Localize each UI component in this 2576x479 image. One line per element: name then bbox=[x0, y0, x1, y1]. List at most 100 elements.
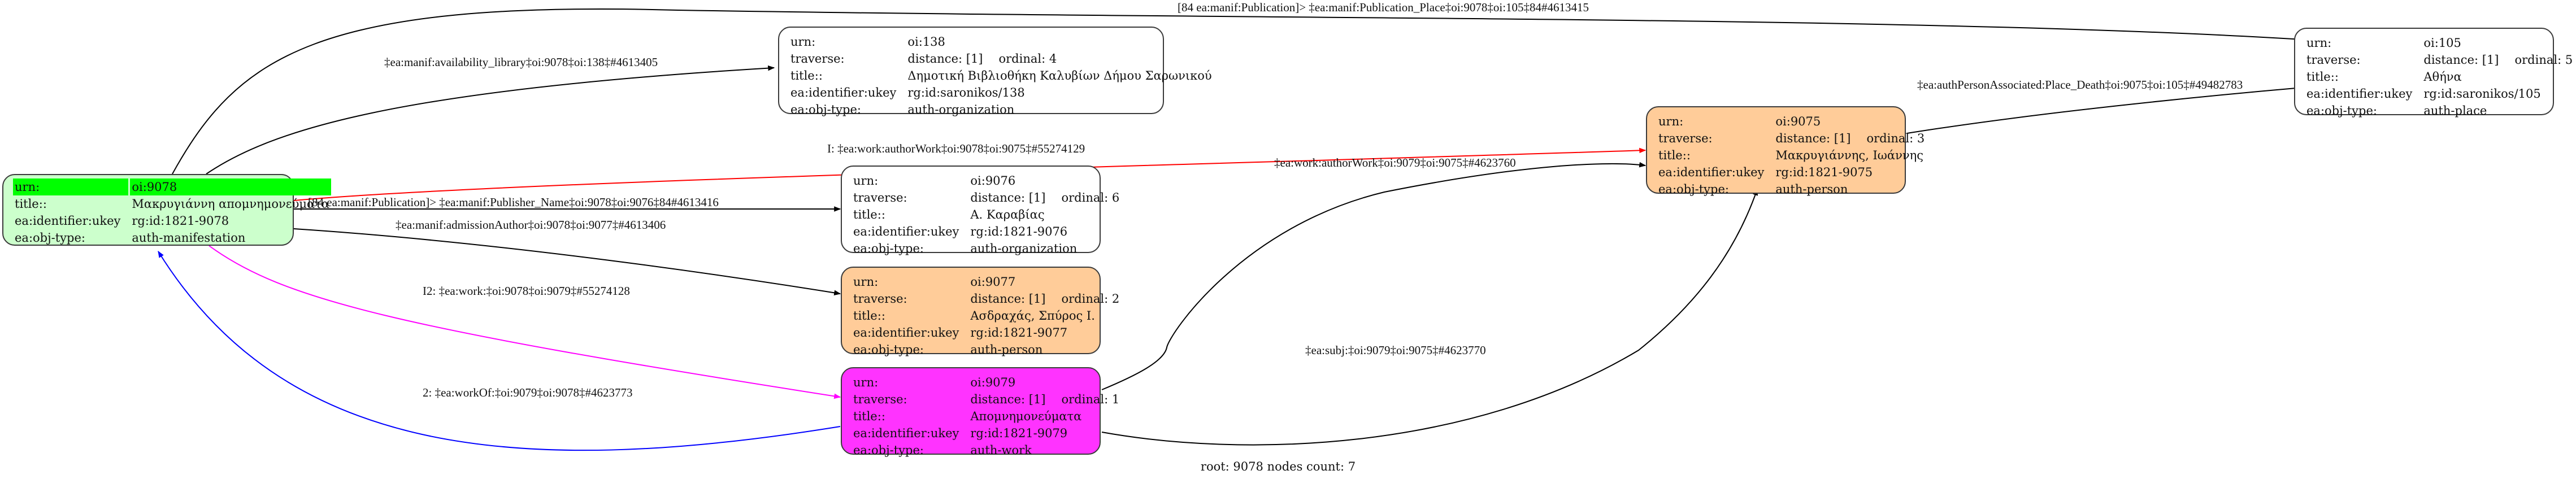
node-fields: urn:oi:9076 traverse:distance: [1]ordina… bbox=[850, 172, 1123, 257]
node-oi-9077[interactable]: urn: oi:9077 traverse: distance: [1] ordina… bbox=[841, 267, 1119, 356]
edge-label-place-death: ‡ea:authPersonAssociated:Place_Death‡oi:… bbox=[1917, 78, 2243, 92]
urn-value: oi:105 bbox=[2423, 36, 2461, 50]
edge-work-of[interactable] bbox=[158, 250, 841, 451]
traverse-value: distance: [1] ordinal: 5 bbox=[2422, 51, 2574, 68]
ukey-value: rg:id:1821-9079 bbox=[970, 426, 1068, 440]
title-label: title:: bbox=[2306, 70, 2339, 84]
type-label: ea:obj-type: bbox=[853, 343, 924, 356]
urn-label: urn: bbox=[853, 174, 879, 188]
edge-label-publication-place: [84 ea:manif:Publication]> ‡ea:manif:Pub… bbox=[1178, 1, 1589, 14]
urn-label: urn: bbox=[13, 178, 129, 195]
urn-value: oi:9077 bbox=[970, 275, 1016, 289]
ukey-label: ea:identifier:ukey bbox=[853, 326, 959, 339]
node-oi-9076[interactable]: urn:oi:9076 traverse:distance: [1]ordina… bbox=[841, 166, 1119, 255]
urn-label: urn: bbox=[853, 376, 879, 389]
node-fields: urn: oi:9078 title:: Μακρυγιάννη απομνημ… bbox=[11, 178, 333, 246]
ukey-label: ea:identifier:ukey bbox=[1658, 166, 1765, 179]
ukey-label: ea:identifier:ukey bbox=[853, 225, 959, 238]
title-label: title:: bbox=[15, 197, 47, 211]
distance: distance: [1] bbox=[907, 52, 983, 66]
edge-label-availability-library: ‡ea:manif:availability_library‡oi:9078‡o… bbox=[384, 55, 658, 69]
type-label: ea:obj-type: bbox=[790, 103, 861, 116]
title-value: Α. Καραβίας bbox=[970, 208, 1045, 221]
ukey-value: rg:id:saronikos/138 bbox=[907, 86, 1025, 99]
type-label: ea:obj-type: bbox=[1658, 182, 1729, 196]
ordinal: ordinal: 3 bbox=[1866, 132, 1925, 145]
ukey-label: ea:identifier:ukey bbox=[2306, 87, 2413, 101]
edge-label-author-work-i: I: ‡ea:work:authorWork‡oi:9078‡oi:9075‡#… bbox=[827, 142, 1085, 155]
edge-author-work[interactable] bbox=[1101, 162, 1647, 390]
type-label: ea:obj-type: bbox=[15, 231, 85, 245]
distance: distance: [1] bbox=[1775, 132, 1851, 145]
ordinal: ordinal: 2 bbox=[1061, 292, 1120, 306]
ukey-value: rg:id:saronikos/105 bbox=[2423, 87, 2541, 101]
traverse-value: distance: [1] ordinal: 4 bbox=[906, 50, 1213, 67]
type-label: ea:obj-type: bbox=[2306, 104, 2377, 117]
node-oi-105[interactable]: urn:oi:105 traverse:distance: [1]ordinal… bbox=[2294, 28, 2573, 117]
distance: distance: [1] bbox=[970, 191, 1046, 204]
type-label: ea:obj-type: bbox=[853, 443, 924, 457]
node-fields: urn:oi:138 traverse:distance: [1]ordinal… bbox=[787, 33, 1215, 118]
ukey-value: rg:id:1821-9076 bbox=[970, 225, 1068, 238]
node-oi-9075[interactable]: urn: oi:9075 traverse: distance: [1] ordina… bbox=[1646, 106, 1925, 196]
type-value: auth-person bbox=[970, 343, 1043, 356]
urn-label: urn: bbox=[853, 275, 879, 289]
ordinal: ordinal: 4 bbox=[998, 52, 1057, 66]
graph-footer: root: 9078 nodes count: 7 bbox=[1201, 460, 1356, 473]
urn-value: oi:9075 bbox=[1775, 115, 1821, 128]
type-value: auth-person bbox=[1775, 182, 1848, 196]
node-oi-9078[interactable]: urn: oi:9078 title:: Μακρυγιάννη απομνημ… bbox=[2, 174, 332, 246]
traverse-label: traverse: bbox=[853, 393, 907, 406]
edge-publication-place[interactable] bbox=[172, 8, 2304, 175]
traverse-value: distance: [1] ordinal: 3 bbox=[1774, 130, 1926, 147]
type-value: auth-place bbox=[2423, 104, 2487, 117]
ukey-value: rg:id:1821-9075 bbox=[1775, 166, 1873, 179]
distance: distance: [1] bbox=[970, 292, 1046, 306]
edge-place-death[interactable] bbox=[1906, 85, 2304, 134]
edge-label-publisher-name: [84 ea:manif:Publication]> ‡ea:manif:Pub… bbox=[308, 195, 719, 209]
ukey-row: ea:identifier:ukey rg:id:1821-9078 bbox=[13, 212, 331, 229]
ordinal: ordinal: 1 bbox=[1061, 393, 1120, 406]
title-value: Μακρυγιάννης, Ιωάννης bbox=[1775, 149, 1923, 162]
distance: distance: [1] bbox=[970, 393, 1046, 406]
urn-value: oi:9078 bbox=[130, 178, 332, 195]
type-label: ea:obj-type: bbox=[853, 242, 924, 255]
title-label: title:: bbox=[853, 208, 885, 221]
ukey-value: rg:id:1821-9077 bbox=[970, 326, 1068, 339]
edge-subj[interactable] bbox=[1101, 188, 1758, 446]
type-value: auth-organization bbox=[970, 242, 1078, 255]
title-label: title:: bbox=[1658, 149, 1691, 162]
traverse-label: traverse: bbox=[1658, 132, 1713, 145]
distance: distance: [1] bbox=[2423, 53, 2499, 67]
node-fields: urn: oi:9077 traverse: distance: [1] ordina… bbox=[850, 273, 1123, 358]
ukey-value: rg:id:1821-9078 bbox=[132, 214, 229, 228]
traverse-value: distance: [1] ordinal: 1 bbox=[968, 391, 1121, 408]
node-oi-9079[interactable]: urn:oi:9079 traverse:distance: [1]ordina… bbox=[841, 367, 1119, 457]
title-label: title:: bbox=[853, 410, 885, 423]
edge-label-admission-author: ‡ea:manif:admissionAuthor‡oi:9078‡oi:907… bbox=[396, 218, 666, 232]
node-fields: urn:oi:9079 traverse:distance: [1]ordina… bbox=[850, 374, 1123, 459]
node-fields: urn: oi:9075 traverse: distance: [1] ordina… bbox=[1655, 113, 1928, 198]
ukey-label: ea:identifier:ukey bbox=[15, 214, 121, 228]
ordinal: ordinal: 5 bbox=[2514, 53, 2573, 67]
title-value: Μακρυγιάννη απομνημονεύματα bbox=[132, 197, 330, 211]
traverse-label: traverse: bbox=[853, 292, 907, 306]
urn-value: oi:9076 bbox=[970, 174, 1016, 188]
edge-label-author-work: ‡ea:work:authorWork‡oi:9079‡oi:9075‡#462… bbox=[1274, 156, 1516, 169]
urn-label: urn: bbox=[1658, 115, 1684, 128]
edge-availability-library[interactable] bbox=[206, 65, 775, 175]
edge-admission-author[interactable] bbox=[293, 228, 841, 296]
title-value: Αθήνα bbox=[2423, 70, 2462, 84]
type-value: auth-work bbox=[970, 443, 1032, 457]
edge-work-i2[interactable] bbox=[208, 245, 841, 399]
edge-label-work-of: 2: ‡ea:workOf:‡oi:9079‡oi:9078‡#4623773 bbox=[423, 386, 633, 399]
type-value: auth-manifestation bbox=[132, 231, 246, 245]
urn-label: urn: bbox=[2306, 36, 2332, 50]
node-fields: urn:oi:105 traverse:distance: [1]ordinal… bbox=[2303, 34, 2576, 119]
edge-label-work-i2: I2: ‡ea:work:‡oi:9078‡oi:9079‡#55274128 bbox=[423, 284, 630, 298]
edge-label-subj: ‡ea:subj:‡oi:9079‡oi:9075‡#4623770 bbox=[1305, 343, 1486, 357]
title-label: title:: bbox=[790, 69, 823, 82]
ordinal: ordinal: 6 bbox=[1061, 191, 1120, 204]
node-oi-138[interactable]: urn:oi:138 traverse:distance: [1]ordinal… bbox=[778, 27, 1212, 116]
